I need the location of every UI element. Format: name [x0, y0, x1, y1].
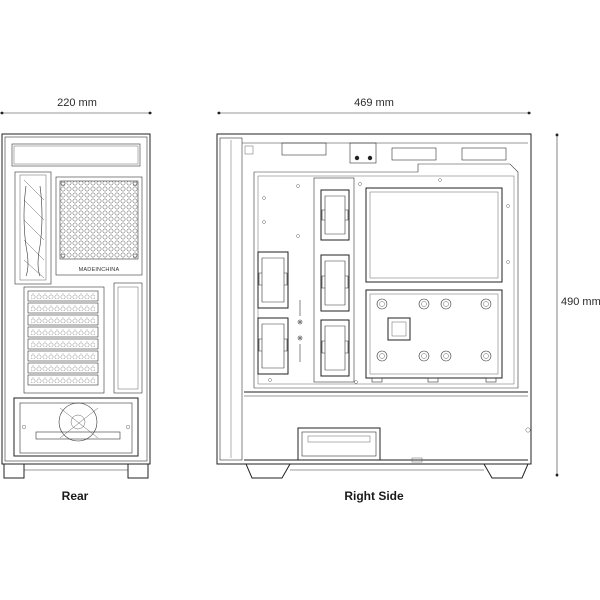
- fan-cutout-1: [320, 189, 350, 241]
- right-side-caption: Right Side: [344, 489, 404, 503]
- side-length-label: 469 mm: [354, 97, 394, 109]
- rear-psu-area: [13, 397, 139, 457]
- fan-cutout-5: [257, 317, 289, 375]
- height-label: 490 mm: [561, 296, 600, 308]
- psu-bracket: [297, 427, 381, 461]
- dimension-rear-width: 220 mm: [0, 97, 152, 115]
- expansion-slots: [23, 286, 105, 394]
- drive-plate: [365, 289, 503, 379]
- fan-cutout-4: [257, 251, 289, 309]
- dimension-height: 490 mm: [555, 133, 600, 477]
- rear-caption: Rear: [62, 489, 89, 503]
- fan-cutout-2: [320, 254, 350, 312]
- right-side-view: [216, 133, 532, 479]
- dimension-side-length: 469 mm: [217, 97, 531, 115]
- rear-view: MADEINCHINA: [1, 133, 151, 479]
- rear-fan-grill: MADEINCHINA: [55, 176, 143, 276]
- fan-cutout-3: [320, 319, 350, 377]
- rear-width-label: 220 mm: [57, 97, 97, 109]
- made-in-label: MADEINCHINA: [79, 267, 120, 273]
